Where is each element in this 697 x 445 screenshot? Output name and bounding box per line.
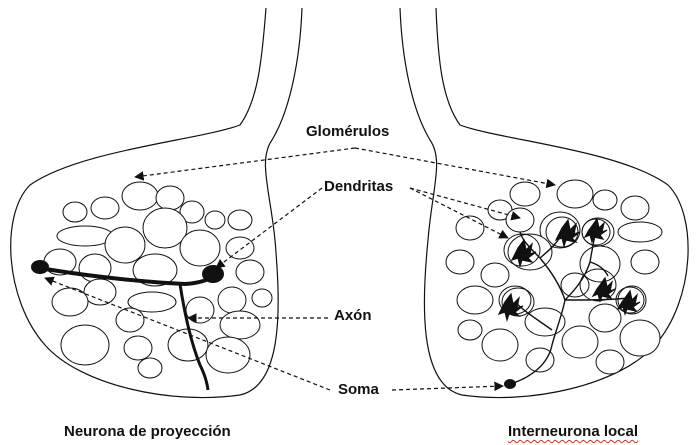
pointer-lines (45, 148, 555, 390)
projection-neuron-dendrite (40, 268, 215, 284)
projection-neuron-dendritic-tuft (202, 265, 224, 283)
caption-local-interneuron: Interneurona local (508, 423, 638, 440)
label-soma: Soma (338, 381, 379, 398)
caption-projection-neuron: Neurona de proyección (64, 423, 231, 440)
label-axon: Axón (334, 307, 372, 324)
interneuron-soma (504, 379, 516, 389)
projection-neuron-soma (31, 260, 49, 274)
label-glomerulos: Glomérulos (306, 123, 389, 140)
label-dendritas: Dendritas (324, 178, 393, 195)
glomerulos-pointer-left (135, 148, 355, 177)
left-glomeruli (44, 182, 272, 378)
